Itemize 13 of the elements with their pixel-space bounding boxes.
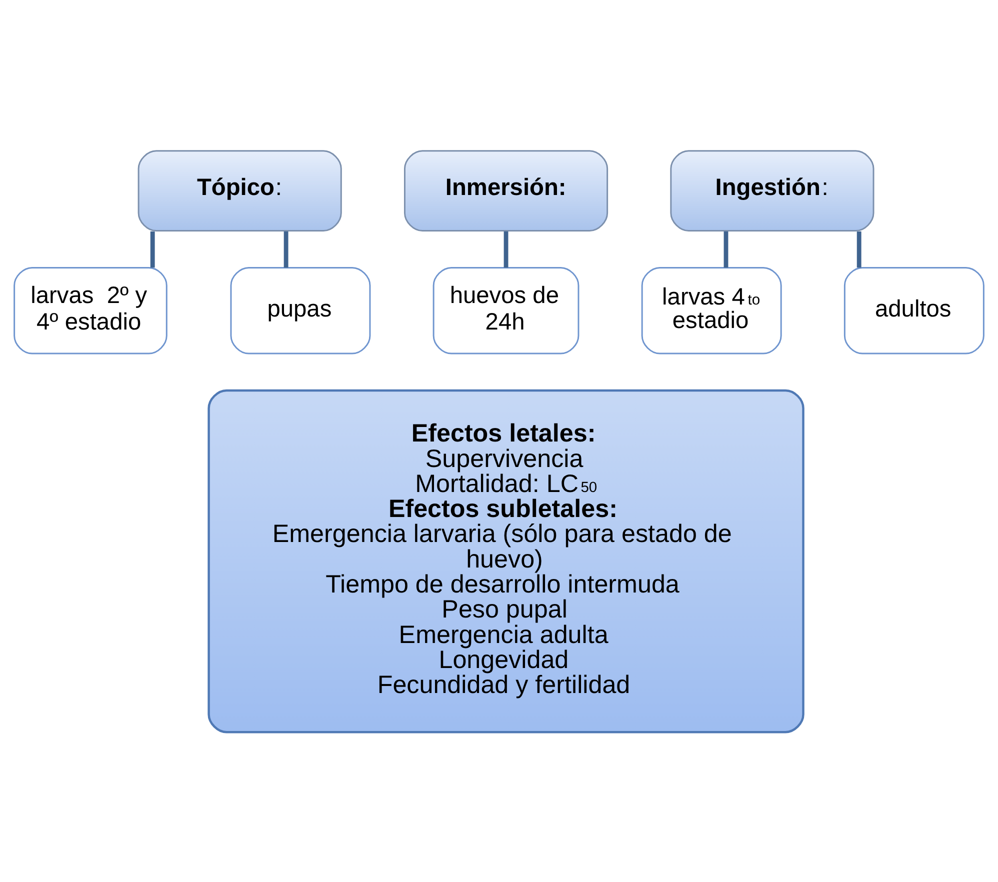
- node-box: Tópico:: [138, 150, 342, 232]
- connector: [504, 230, 508, 268]
- node-box: Ingestión:: [670, 150, 874, 232]
- node-box: Inmersión:: [404, 150, 608, 232]
- node-box: pupas: [230, 266, 371, 354]
- connector: [150, 230, 155, 268]
- connector: [284, 230, 288, 268]
- node-box: adultos: [844, 266, 984, 354]
- node-box: larvas 4to estadio: [641, 266, 782, 354]
- node-box: huevos de 24h: [432, 266, 580, 354]
- connector: [724, 230, 728, 268]
- node-box: larvas 2º y 4º estadio: [14, 266, 168, 354]
- connector: [856, 230, 862, 268]
